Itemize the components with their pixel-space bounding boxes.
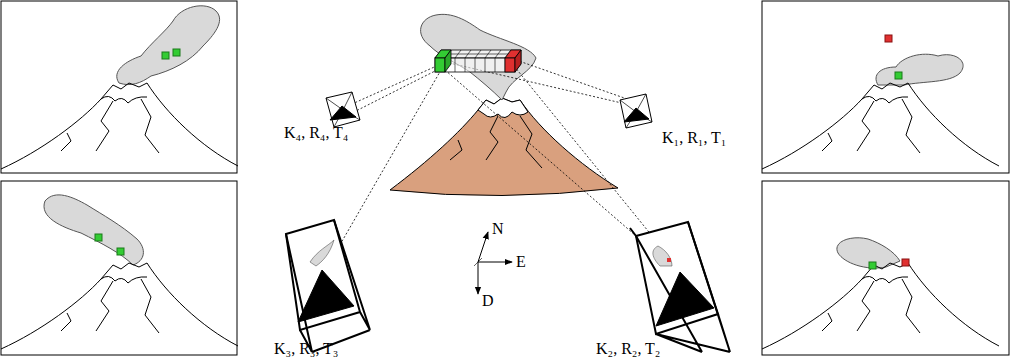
green-voxel-projection [162, 52, 169, 59]
red-voxel-projection [902, 259, 909, 266]
camera-image-panel [1, 1, 238, 173]
camera-image-panel [762, 181, 1009, 355]
volcano-outline [762, 263, 999, 349]
red-voxel [515, 50, 521, 72]
panel-border [1, 181, 237, 355]
volcano-outline [762, 83, 999, 169]
camera-icon [326, 92, 360, 127]
plume [117, 6, 220, 85]
compass-axes [474, 232, 512, 294]
green-voxel-projection [95, 234, 102, 241]
green-voxel-projection [869, 262, 876, 269]
plume [876, 54, 963, 85]
red-voxel [505, 58, 515, 72]
panel-border [762, 1, 1009, 173]
green-voxel-projection [895, 72, 902, 79]
volcano-outline [1, 263, 238, 349]
central-volcano [390, 98, 618, 196]
green-voxel-projection [173, 49, 180, 56]
green-voxel-projection [117, 248, 124, 255]
camera-icon [620, 94, 652, 128]
voxel-grid [435, 50, 521, 72]
sight-line [330, 60, 670, 262]
camera-image-panel [762, 1, 1009, 173]
snow-cap [478, 98, 528, 118]
panel-border [1, 1, 237, 173]
volcano-crack [450, 116, 542, 168]
camera-parameter-label: K₁, R₁, T₁ [662, 129, 726, 147]
volcano-body [390, 98, 618, 196]
volcano-outline [1, 83, 238, 169]
camera-icon [630, 222, 730, 352]
green-voxel [435, 58, 445, 72]
red-voxel-projection [885, 35, 892, 42]
plume [44, 195, 143, 265]
camera-image-panel [1, 181, 238, 355]
compass-axis-label: N [492, 220, 504, 238]
camera-parameter-label: K₄, R₄, T₄ [284, 124, 348, 142]
camera-parameter-label: K₃, R₃, T₃ [274, 340, 338, 358]
plume [421, 14, 536, 100]
compass-axis-label: E [516, 253, 526, 271]
green-voxel [445, 50, 451, 72]
panel-border [762, 181, 1009, 355]
camera-icon [286, 220, 370, 352]
compass-axis-label: D [482, 292, 494, 310]
camera-parameter-label: K₂, R₂, T₂ [596, 340, 660, 358]
